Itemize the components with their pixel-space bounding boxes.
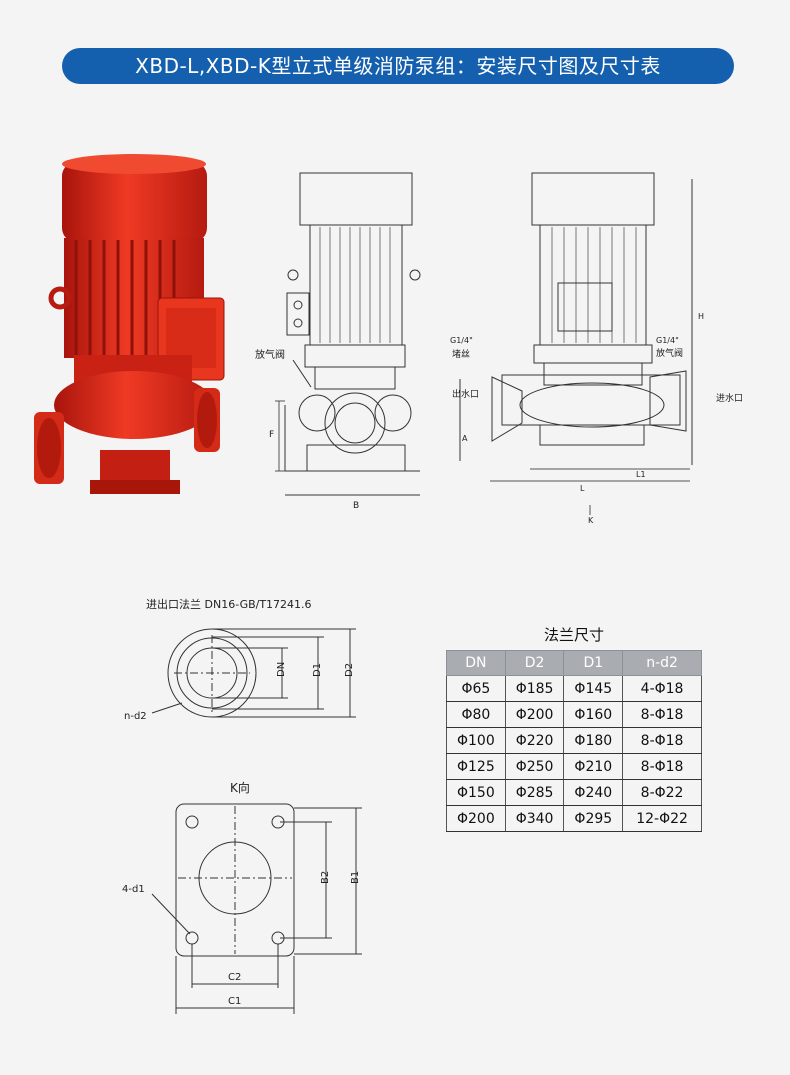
table-cell: 8-Φ22 [622,779,702,806]
table-cell: Φ150 [446,779,506,806]
table-row: Φ80 Φ200 Φ160 8-Φ18 [446,701,702,728]
inlet-label: 进水口 [716,392,743,404]
table-cell: Φ200 [504,701,565,728]
table-row: Φ125 Φ250 Φ210 8-Φ18 [446,753,702,780]
table-cell: Φ125 [446,753,506,780]
table-row: Φ150 Φ285 Φ240 8-Φ22 [446,779,702,806]
dim-B: B [353,501,359,511]
dim-L1: L1 [636,470,646,479]
table-header-row: DN D2 D1 n-d2 [446,650,702,676]
table-cell: Φ340 [504,805,565,832]
table-cell: 4-Φ18 [622,675,702,702]
k-B2-label: B2 [320,871,331,884]
dim-A: A [462,434,468,443]
table-cell: Φ185 [504,675,565,702]
table-cell: 8-Φ18 [622,727,702,754]
col-header: D1 [563,650,624,676]
k-d1-label: 4-d1 [122,884,145,895]
flange-table-title: 法兰尺寸 [543,626,604,644]
flange-D2-label: D2 [344,663,355,677]
table-row: Φ100 Φ220 Φ180 8-Φ18 [446,727,702,754]
table-cell: Φ240 [563,779,624,806]
table-row: Φ65 Φ185 Φ145 4-Φ18 [446,675,702,702]
table-cell: Φ295 [563,805,624,832]
g14-left-label: G1/4" [450,336,473,345]
dim-F: F [269,430,274,440]
flange-drawing-title: 进出口法兰 DN16-GB/T17241.6 [146,598,312,611]
table-cell: 8-Φ18 [622,753,702,780]
side-view-drawing: 放气阀 F B [255,172,421,511]
table-cell: Φ160 [563,701,624,728]
table-cell: Φ100 [446,727,506,754]
table-cell: Φ65 [446,675,506,702]
table-cell: 12-Φ22 [622,805,702,832]
plug-label: 堵丝 [452,348,470,360]
table-cell: Φ145 [563,675,624,702]
flange-nd2-label: n-d2 [124,711,147,722]
col-header: DN [446,650,506,676]
table-cell: Φ250 [504,753,565,780]
table-cell: Φ180 [563,727,624,754]
table-cell: Φ285 [504,779,565,806]
flange-DN-label: DN [276,662,287,677]
dim-K: K [588,516,594,525]
flange-D1-label: D1 [312,663,323,677]
k-C1-label: C1 [228,996,241,1007]
vent-valve-right-label: 放气阀 [656,347,683,359]
flange-drawing: DN D1 D2 n-d2 [124,628,356,722]
table-cell: Φ80 [446,701,506,728]
table-cell: 8-Φ18 [622,701,702,728]
pump-photo [34,154,225,494]
dim-H: H [698,312,704,321]
k-view-drawing: K向 4-d1 B2 B1 C2 C1 [122,780,362,1014]
outlet-label: 出水口 [452,388,479,400]
k-view-title: K向 [230,780,250,795]
col-header: D2 [504,650,565,676]
table-cell: Φ210 [563,753,624,780]
k-C2-label: C2 [228,972,241,983]
g14-right-label: G1/4" [656,336,679,345]
table-cell: Φ200 [446,805,506,832]
dim-L: L [580,484,585,493]
table-cell: Φ220 [504,727,565,754]
col-header: n-d2 [622,650,702,676]
vent-valve-label: 放气阀 [255,348,285,361]
flange-size-table: DN D2 D1 n-d2 Φ65 Φ185 Φ145 4-Φ18 Φ80 Φ2… [446,650,702,832]
page-title-banner: XBD-L,XBD-K型立式单级消防泵组：安装尺寸图及尺寸表 [62,48,734,84]
k-B1-label: B1 [350,871,361,884]
front-view-drawing: G1/4" 堵丝 G1/4" 放气阀 出水口 进水口 H A L1 L K [450,172,743,525]
table-row: Φ200 Φ340 Φ295 12-Φ22 [446,805,702,832]
